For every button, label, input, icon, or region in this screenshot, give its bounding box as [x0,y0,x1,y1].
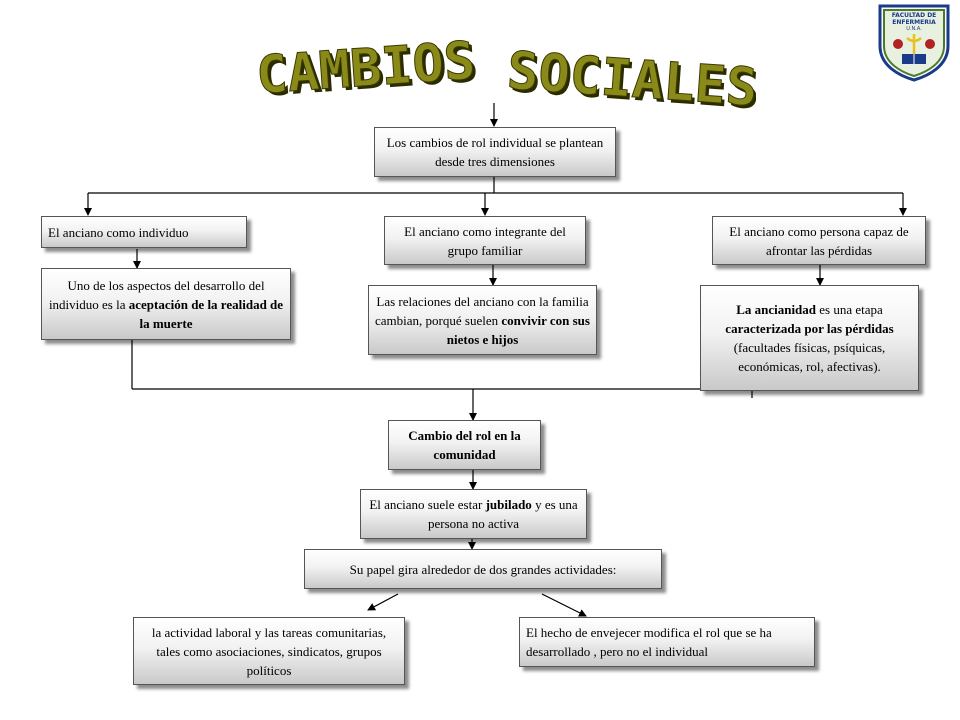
node-individuo: El anciano como individuo [41,216,247,248]
node-persona-text: El anciano como persona capaz de afronta… [729,223,909,258]
arrow-to-envejecer [541,593,587,617]
node-root: Los cambios de rol individual se plantea… [374,127,616,177]
logo-text-line1: FACULTAD DE [892,12,937,19]
node-ancianidad: La ancianidad es una etapa caracterizada… [700,285,919,391]
node-persona: El anciano como persona capaz de afronta… [712,216,926,265]
node-muerte-pre: Uno de los aspectos del desarrollo del i… [48,277,265,312]
logo-text-line2: ENFERMERIA [892,19,936,26]
node-familiar: El anciano como integrante del grupo fam… [384,216,586,265]
node-relaciones: Las relaciones del anciano con la famili… [368,285,597,355]
node-ancianidad-text: La ancianidad es una etapa caracterizada… [707,300,912,376]
logo-flower-icon [925,39,935,49]
node-papel: Su papel gira alrededor de dos grandes a… [304,549,662,589]
diagram-title: CAMBIOS CAMBIOS SOCIALES SOCIALES [256,31,756,110]
caduceus-icon [906,34,922,54]
node-muerte: Uno de los aspectos del desarrollo del i… [41,268,291,340]
node-familiar-text: El anciano como integrante del grupo fam… [404,223,566,258]
node-jubilado-bold: jubilado [485,497,532,512]
logo-text-line3: U.N.A. [906,26,922,32]
node-ancianidad-bold2: caracterizada por las pérdidas [725,321,894,336]
node-envejecer-text: El hecho de envejecer modifica el rol qu… [526,625,772,659]
node-relaciones-bold: convivir con sus nietos e hijos [446,312,590,347]
node-muerte-text: Uno de los aspectos del desarrollo del i… [48,276,284,333]
node-relaciones-pre: Las relaciones del anciano con la famili… [375,293,589,328]
faculty-logo: FACULTAD DE ENFERMERIA U.N.A. [878,4,950,82]
node-individuo-text: El anciano como individuo [48,224,189,240]
node-laboral-text: la actividad laboral y las tareas comuni… [151,624,387,678]
node-jubilado-text: El anciano suele estar jubilado y es una… [367,495,580,533]
node-laboral: la actividad laboral y las tareas comuni… [133,617,405,685]
node-envejecer: El hecho de envejecer modifica el rol qu… [519,617,815,667]
node-relaciones-text: Las relaciones del anciano con la famili… [375,292,590,349]
node-jubilado: El anciano suele estar jubilado y es una… [360,489,587,539]
node-muerte-bold: aceptación de la realidad de la muerte [128,296,284,331]
node-ancianidad-bold1: La ancianidad [736,302,817,317]
node-comunidad: Cambio del rol en la comunidad [388,420,541,470]
node-jubilado-pre: El anciano suele estar [369,497,486,512]
node-jubilado-post: y es una persona no activa [428,497,578,531]
node-ancianidad-post: (facultades físicas, psíquicas, económic… [733,340,886,374]
node-root-text: Los cambios de rol individual se plantea… [386,135,604,169]
title-word-sociales: SOCIALES [505,41,756,110]
arrow-to-laboral [367,593,399,611]
logo-flower-icon [893,39,903,49]
node-comunidad-text: Cambio del rol en la comunidad [408,428,521,462]
node-ancianidad-mid: es una etapa [816,302,883,317]
node-papel-text: Su papel gira alrededor de dos grandes a… [349,561,617,577]
